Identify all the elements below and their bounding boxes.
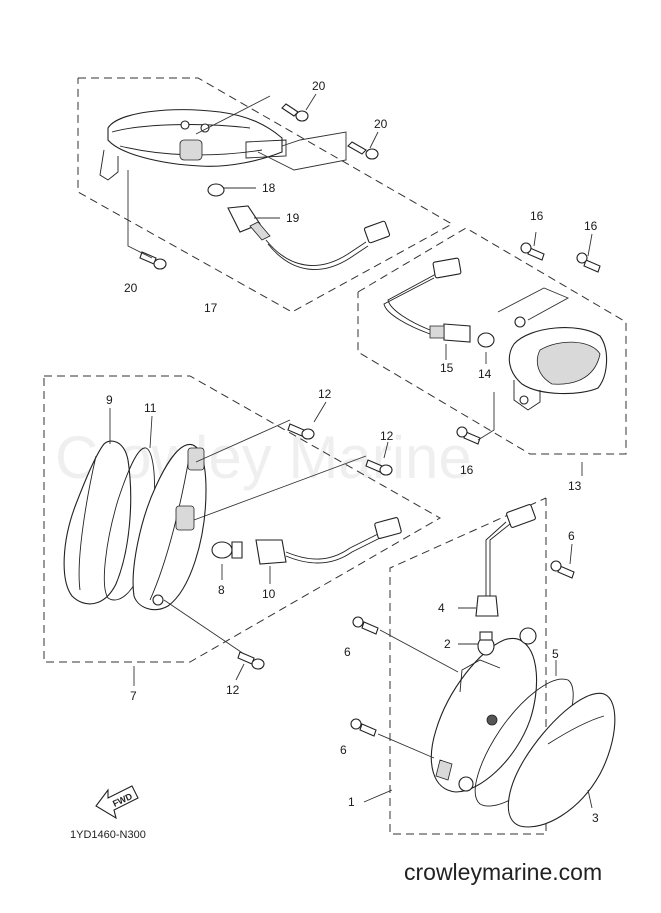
callout-19: 19 xyxy=(286,211,300,225)
footer-site: crowleymarine.com xyxy=(404,859,602,885)
screw-6-b xyxy=(352,616,379,635)
screw-16-b xyxy=(576,252,601,273)
screw-12-a xyxy=(287,423,315,440)
callout-12-c: 12 xyxy=(226,683,240,697)
callout-12-a: 12 xyxy=(318,387,332,401)
assembly-13-group xyxy=(357,227,627,476)
callout-13: 13 xyxy=(568,479,582,493)
callout-11: 11 xyxy=(144,401,157,415)
assembly-13-outline xyxy=(357,227,627,455)
screw-20-a xyxy=(281,103,309,122)
callout-1: 1 xyxy=(348,795,355,809)
headlight-housing-1 xyxy=(430,637,538,793)
screw-20-b xyxy=(347,141,379,160)
callout-7: 7 xyxy=(130,689,137,703)
assembly-1-group xyxy=(350,497,616,835)
screw-20-c xyxy=(139,251,167,270)
assembly-1-outline xyxy=(389,497,547,835)
callouts: 20 20 18 19 20 17 16 16 15 14 16 13 9 11… xyxy=(106,79,599,825)
assembly-7-outline xyxy=(43,375,442,663)
callout-14: 14 xyxy=(478,367,492,381)
callout-5: 5 xyxy=(552,647,559,661)
screw-12-c xyxy=(237,651,265,670)
callout-15: 15 xyxy=(440,361,454,375)
assembly-17-group xyxy=(77,77,454,313)
callout-12-b: 12 xyxy=(380,429,394,443)
fwd-arrow: FWD xyxy=(95,785,139,820)
callout-10: 10 xyxy=(262,587,276,601)
callout-2: 2 xyxy=(444,637,451,651)
bulb-8 xyxy=(211,541,233,559)
socket-10 xyxy=(255,539,287,565)
screw-16-c xyxy=(456,426,481,445)
screw-6-a xyxy=(550,560,575,579)
diagram-code: 1YD1460-N300 xyxy=(70,829,146,841)
callout-6-a: 6 xyxy=(568,529,575,543)
callout-4: 4 xyxy=(438,601,445,615)
callout-20-c: 20 xyxy=(124,281,138,295)
callout-6-c: 6 xyxy=(340,743,347,757)
callout-16-b: 16 xyxy=(584,219,598,233)
screw-6-c xyxy=(350,718,377,737)
callout-20-a: 20 xyxy=(312,79,326,93)
callout-9: 9 xyxy=(106,393,113,407)
headlight-lens-3 xyxy=(507,692,616,828)
callout-18: 18 xyxy=(262,181,276,195)
screw-12-b xyxy=(365,459,393,476)
headlight-lens-9 xyxy=(63,440,132,605)
callout-8: 8 xyxy=(218,583,225,597)
headlight-housing xyxy=(132,444,207,611)
callout-16-c: 16 xyxy=(460,463,474,477)
callout-6-b: 6 xyxy=(344,645,351,659)
assembly-7-group xyxy=(43,375,442,686)
fwd-arrow-icon xyxy=(95,785,139,820)
assembly-17-outline xyxy=(77,77,454,313)
callout-16-a: 16 xyxy=(530,209,544,223)
screw-16-a xyxy=(520,242,545,261)
socket-4 xyxy=(475,595,499,617)
callout-17: 17 xyxy=(204,301,218,315)
callout-20-b: 20 xyxy=(374,117,388,131)
callout-3: 3 xyxy=(592,811,599,825)
